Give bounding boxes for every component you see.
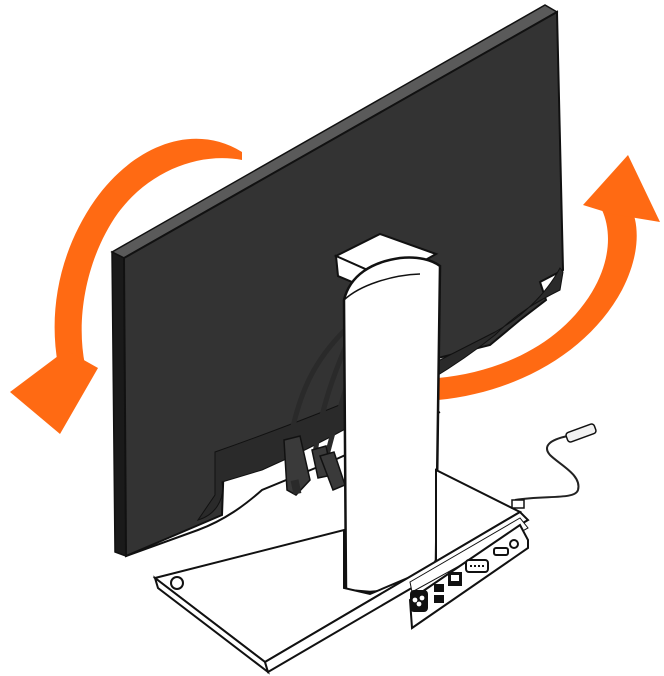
vga-port-icon (466, 560, 488, 572)
ethernet-port-icon (448, 572, 462, 586)
usb-c-cable-icon (565, 423, 597, 443)
audio-port-icon (510, 540, 518, 548)
hdmi-port-icon (494, 548, 508, 555)
monitor-stand (336, 234, 440, 592)
